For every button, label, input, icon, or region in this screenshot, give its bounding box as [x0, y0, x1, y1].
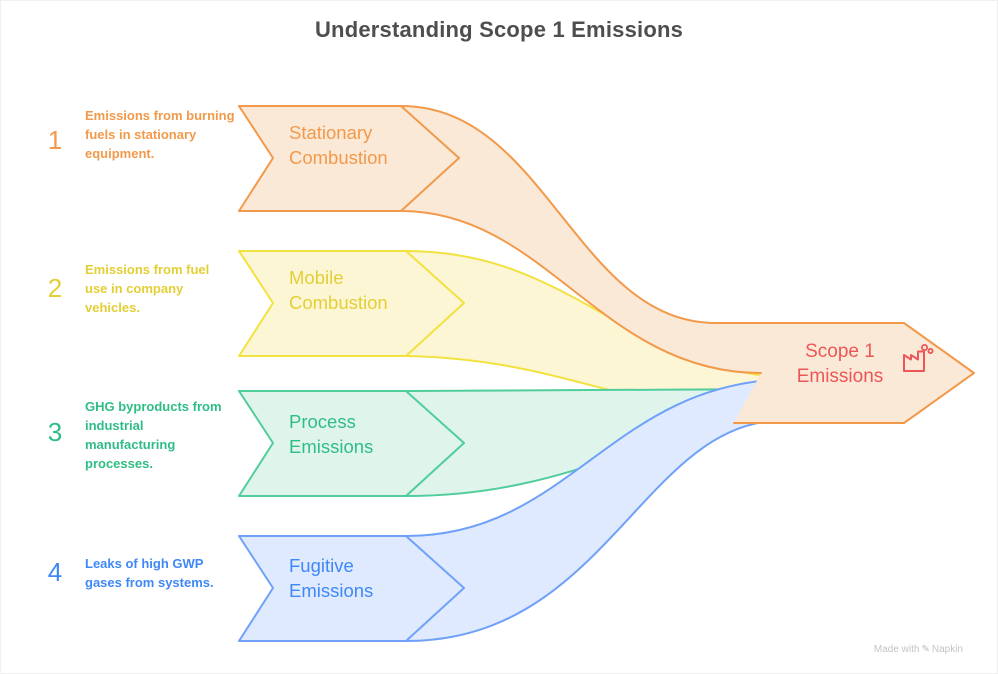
banner-label-mobile: Mobile Combustion	[289, 267, 388, 313]
factory-icon	[903, 344, 934, 372]
row-description-fugitive: Leaks of high GWP gases from systems.	[85, 556, 214, 590]
fugitive-ribbon-bottom-edge	[405, 420, 772, 642]
banner-label-process: Process Emissions	[289, 411, 374, 457]
row-number-4: 4	[47, 557, 63, 587]
row-description-process: GHG byproducts from industrial manufactu…	[85, 399, 222, 471]
stationary-arrow-outline-top	[400, 105, 975, 424]
row-number-2: 2	[47, 273, 63, 303]
row-number-1: 1	[47, 125, 63, 155]
mobile-ribbon-fill	[406, 251, 791, 416]
stationary-ribbon-and-arrow-fill	[401, 106, 974, 423]
banner-label-fugitive: Fugitive Emissions	[289, 555, 374, 601]
fugitive-banner	[238, 535, 465, 642]
watermark-prefix: Made with	[873, 644, 920, 655]
stationary-banner	[238, 105, 460, 212]
row-description-mobile: Emissions from fuel use in company vehic…	[85, 262, 210, 315]
watermark: Made with✎Napkin	[874, 644, 963, 655]
stationary-ribbon-bottom-edge	[400, 210, 762, 374]
process-banner	[238, 390, 465, 497]
banner-label-stationary: Stationary Combustion	[289, 122, 388, 168]
fugitive-ribbon-top-edge	[405, 378, 792, 537]
pen-icon: ✎	[921, 644, 930, 655]
fugitive-ribbon-fill	[406, 379, 791, 641]
scope1-arrow-label: Scope 1 Emissions	[796, 341, 884, 387]
watermark-brand: Napkin	[931, 644, 963, 655]
row-number-3: 3	[47, 417, 63, 447]
diagram-title: Understanding Scope 1 Emissions	[314, 17, 684, 42]
row-description-stationary: Emissions from burning fuels in stationa…	[85, 108, 235, 161]
mobile-banner	[238, 250, 465, 357]
